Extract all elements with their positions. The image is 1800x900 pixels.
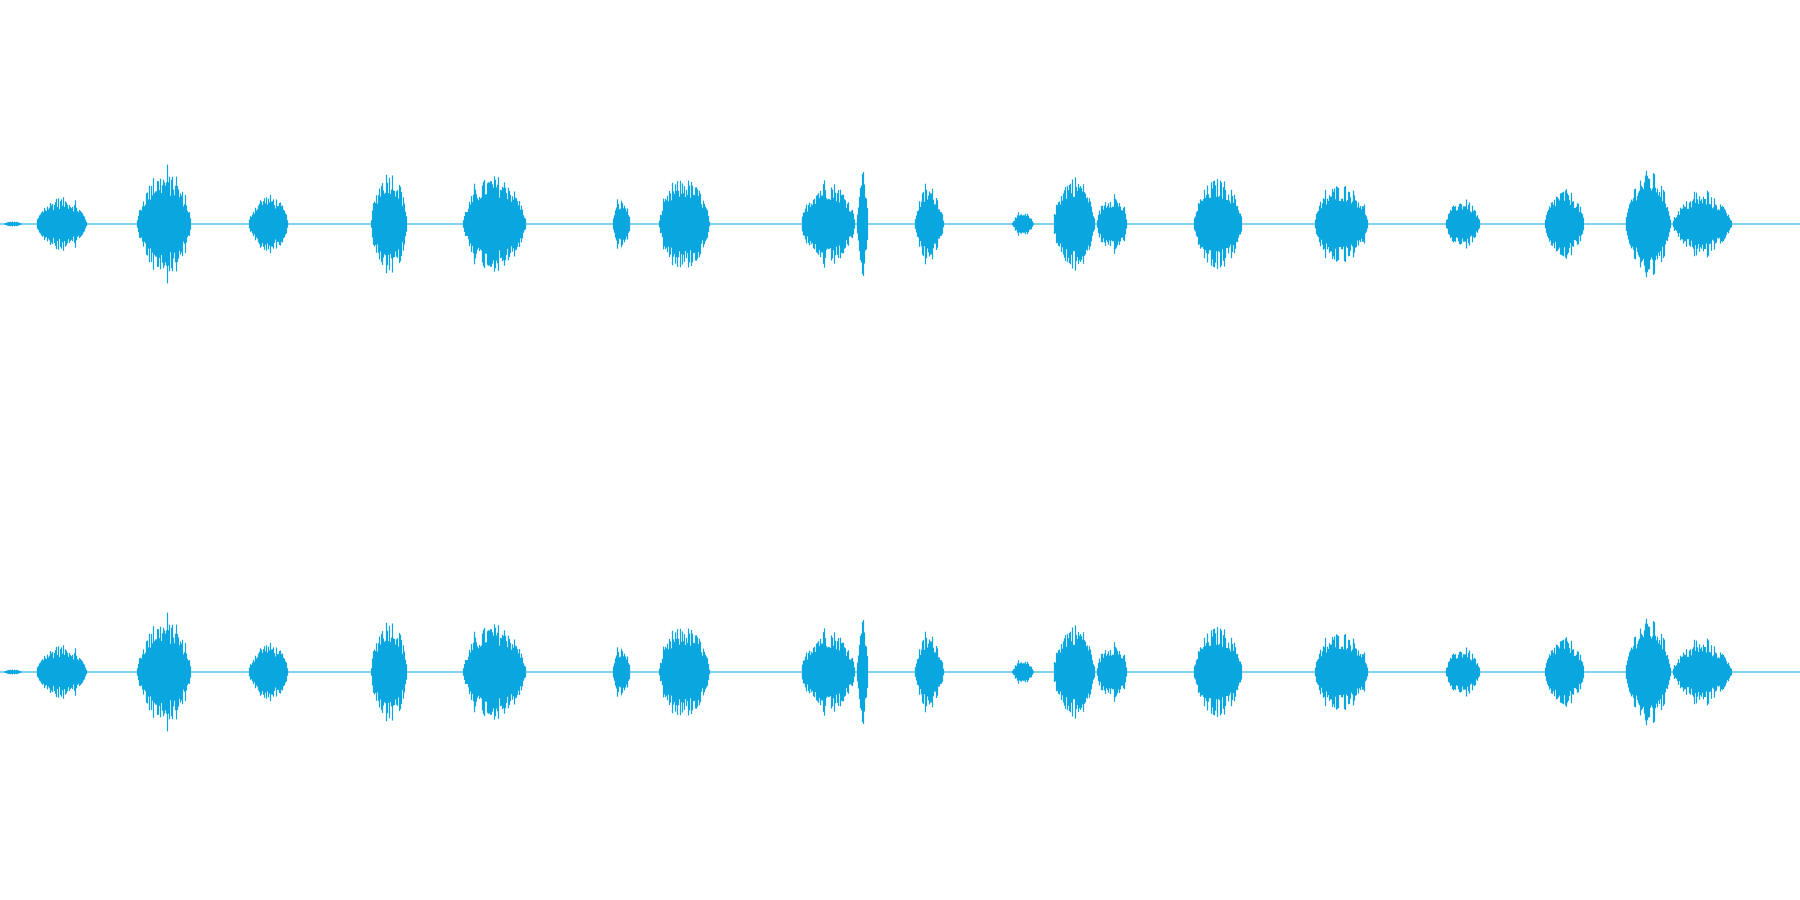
channel-right-waveform	[0, 612, 1800, 732]
channel-left-waveform	[0, 164, 1800, 284]
channel-left-amplitude	[3, 164, 1733, 284]
channel-right-amplitude	[3, 612, 1733, 732]
